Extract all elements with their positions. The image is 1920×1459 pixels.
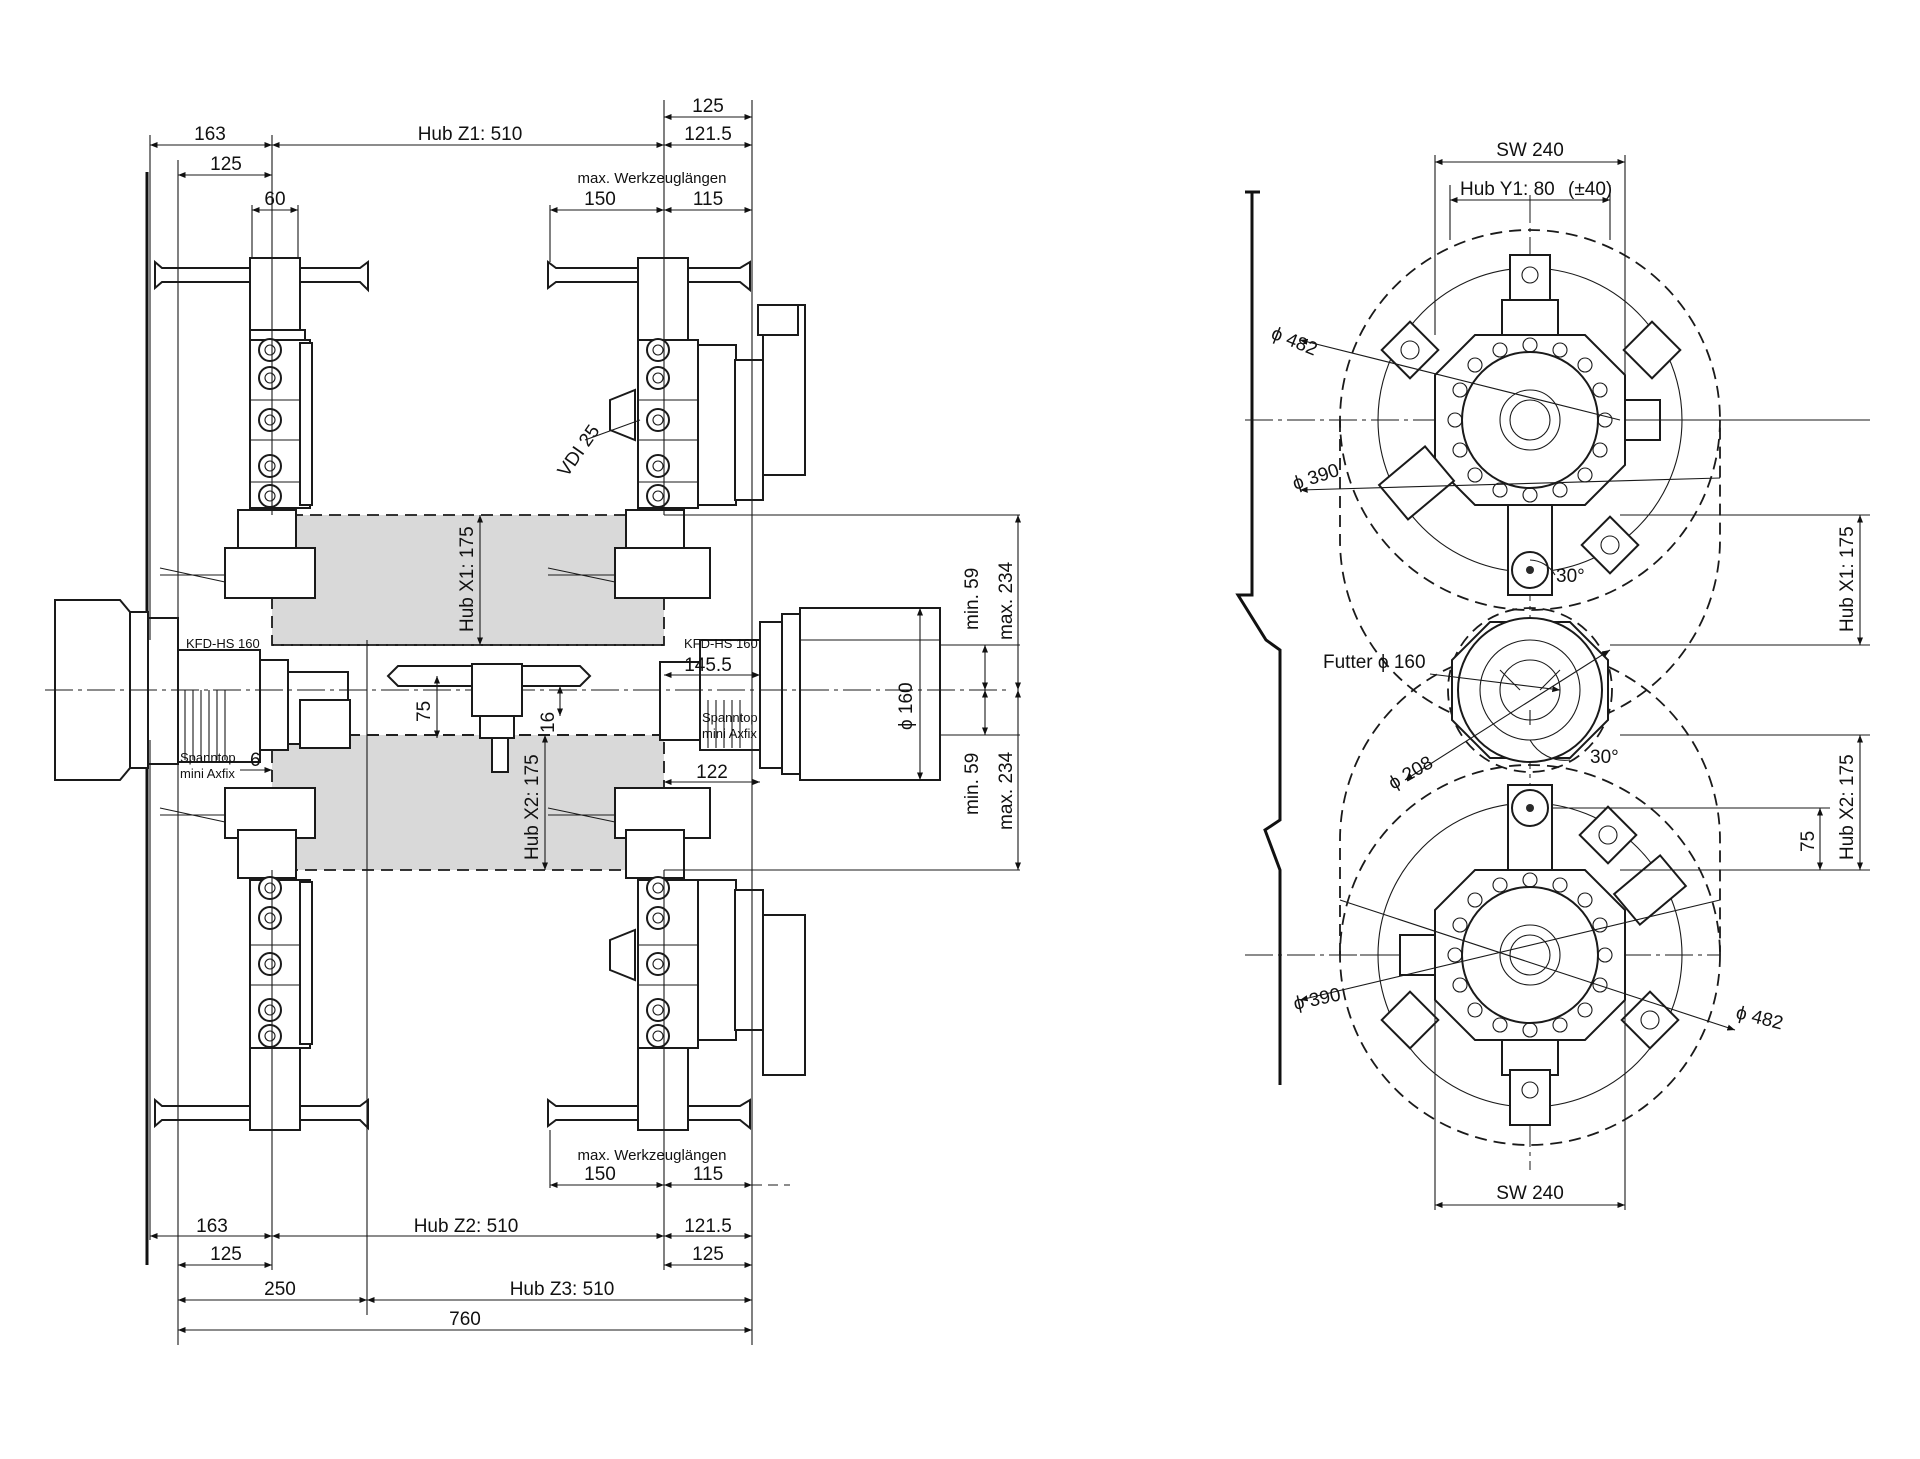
dim-125-left-top: 125	[210, 154, 242, 175]
dim-60: 60	[264, 189, 285, 210]
dim-hub-y1-range: (±40)	[1568, 179, 1612, 200]
dim-dia-160-side: ϕ 160	[896, 682, 917, 730]
dim-hub-x2-front: Hub X2: 175	[1837, 754, 1858, 860]
tool-column-bottom-left	[154, 787, 369, 1131]
label-spanntop-right-1: Spanntop	[702, 710, 758, 725]
dim-min-59-bottom: min. 59	[962, 753, 983, 815]
dim-760: 760	[449, 1309, 481, 1330]
dim-dia-208: ϕ 208	[1385, 752, 1437, 794]
label-spanntop-left-1: Spanntop	[180, 750, 236, 765]
lower-turret	[1360, 784, 1688, 1126]
tool-column-top-right	[547, 257, 806, 599]
dim-163-bottom: 163	[196, 1216, 228, 1237]
label-kfd-right: KFD-HS 160	[684, 636, 758, 651]
tool-column-top-left	[154, 257, 369, 599]
dim-125-top: 125	[692, 96, 724, 117]
label-angle-30-bottom: 30°	[1590, 747, 1619, 768]
dim-futter-dia-160: Futter ϕ 160	[1323, 652, 1426, 673]
dim-250: 250	[264, 1279, 296, 1300]
dim-hub-y1: Hub Y1: 80	[1460, 179, 1555, 200]
counter-spindle	[659, 607, 941, 781]
dim-75-side: 75	[414, 701, 435, 722]
dim-125-right-bottom: 125	[692, 1244, 724, 1265]
dim-hub-z1: Hub Z1: 510	[418, 124, 523, 145]
dim-16: 16	[538, 712, 559, 733]
label-spanntop-left-2: mini Axfix	[180, 766, 235, 781]
label-angle-30-top: 30°	[1556, 566, 1585, 587]
dim-121-5-bottom: 121.5	[684, 1216, 732, 1237]
dim-121-5-top: 121.5	[684, 124, 732, 145]
upper-turret	[1377, 254, 1700, 596]
label-spanntop-right-2: mini Axfix	[702, 726, 757, 741]
dim-sw-240-bottom: SW 240	[1496, 1183, 1564, 1204]
dim-150-bottom: 150	[584, 1164, 616, 1185]
dim-145-5: 145.5	[684, 655, 732, 676]
work-area-x2	[272, 735, 664, 870]
dim-hub-z2: Hub Z2: 510	[414, 1216, 519, 1237]
front-view: SW 240 Hub Y1: 80 (±40) ϕ 482 ϕ 390 30° …	[1235, 140, 1870, 1210]
dim-6: 6	[250, 750, 261, 771]
work-area-x1	[272, 515, 664, 645]
dim-150-top: 150	[584, 189, 616, 210]
dim-hub-x1-front: Hub X1: 175	[1837, 526, 1858, 632]
dim-dia-482-top: ϕ 482	[1268, 323, 1320, 360]
dim-max-234-bottom: max. 234	[996, 751, 1017, 830]
label-max-tool-length-bottom: max. Werkzeuglängen	[578, 1147, 727, 1164]
dim-75-front: 75	[1798, 831, 1819, 852]
dim-hub-x1-side: Hub X1: 175	[457, 526, 478, 632]
dim-115-bottom: 115	[693, 1164, 723, 1185]
dim-min-59-top: min. 59	[962, 568, 983, 630]
dim-hub-z3: Hub Z3: 510	[510, 1279, 615, 1300]
dim-hub-x2-side: Hub X2: 175	[522, 754, 543, 860]
dim-dia-482-bottom: ϕ 482	[1734, 1002, 1785, 1034]
dim-163-top: 163	[194, 124, 226, 145]
dim-122: 122	[696, 762, 728, 783]
dim-dia-390-bottom: ϕ 390	[1292, 984, 1343, 1014]
tool-column-bottom-right	[547, 787, 806, 1131]
dim-sw-240-top: SW 240	[1496, 140, 1564, 161]
label-max-tool-length-top: max. Werkzeuglängen	[578, 170, 727, 187]
dim-115-top: 115	[693, 189, 723, 210]
label-kfd-left: KFD-HS 160	[186, 636, 260, 651]
side-view: 163 Hub Z1: 510 125 121.5 125 60 max. We…	[45, 96, 1022, 1345]
dim-125-left-bottom: 125	[210, 1244, 242, 1265]
dim-max-234-top: max. 234	[996, 561, 1017, 640]
label-vdi-25: VDI 25	[554, 421, 605, 481]
